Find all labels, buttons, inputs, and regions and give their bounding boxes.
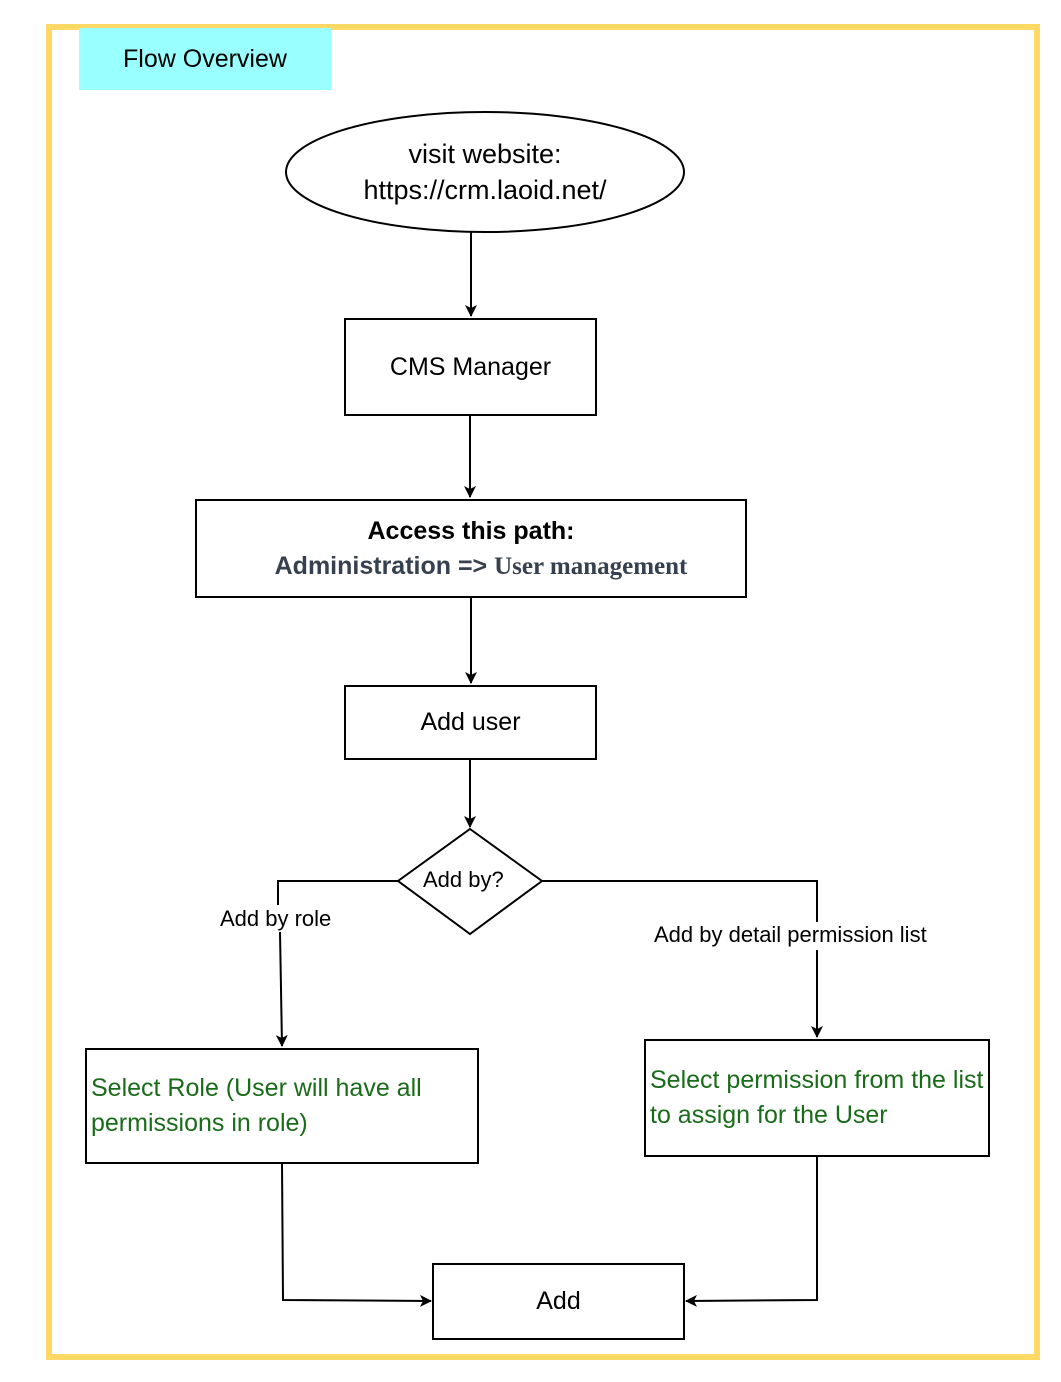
start-line-2: https://crm.laoid.net/ bbox=[363, 175, 607, 205]
start-node: visit website: https://crm.laoid.net/ bbox=[286, 120, 684, 224]
cms-manager-label: CMS Manager bbox=[389, 352, 552, 381]
edge-label-by-role: Add by role bbox=[218, 906, 334, 932]
decision-diamond bbox=[396, 827, 544, 936]
administration-text: Administration => bbox=[274, 551, 488, 580]
access-path-title: Access this path: bbox=[367, 516, 575, 545]
edge-decision-to-permission bbox=[542, 880, 817, 1037]
add-label: Add bbox=[536, 1287, 581, 1315]
start-ellipse bbox=[285, 111, 685, 233]
select-role-node: Select Role (User will have all permissi… bbox=[85, 1048, 479, 1164]
add-user-label: Add user bbox=[420, 708, 521, 736]
flow-overview-tag: Flow Overview bbox=[79, 28, 331, 90]
edge-decision-to-role bbox=[278, 880, 398, 1046]
access-path-node: Access this path: Administration => User… bbox=[195, 499, 747, 598]
cms-manager-node: CMS Manager bbox=[344, 318, 597, 416]
edge-permission-to-add bbox=[685, 1156, 818, 1307]
edge-role-to-add bbox=[281, 1162, 432, 1307]
add-user-node: Add user bbox=[344, 685, 597, 760]
decision-label: Add by? bbox=[423, 867, 504, 892]
add-node: Add bbox=[432, 1263, 685, 1340]
access-path-line: Administration => User management bbox=[255, 549, 688, 584]
edge-label-by-permission: Add by detail permission list bbox=[652, 922, 929, 948]
start-line-1: visit website: bbox=[408, 139, 562, 169]
select-permission-node: Select permission from the list to assig… bbox=[644, 1039, 990, 1157]
select-role-label: Select Role (User will have all permissi… bbox=[91, 1074, 422, 1137]
select-permission-label: Select permission from the list to assig… bbox=[650, 1066, 984, 1129]
user-management-text: User management bbox=[494, 552, 688, 580]
flow-frame bbox=[46, 24, 1040, 1360]
